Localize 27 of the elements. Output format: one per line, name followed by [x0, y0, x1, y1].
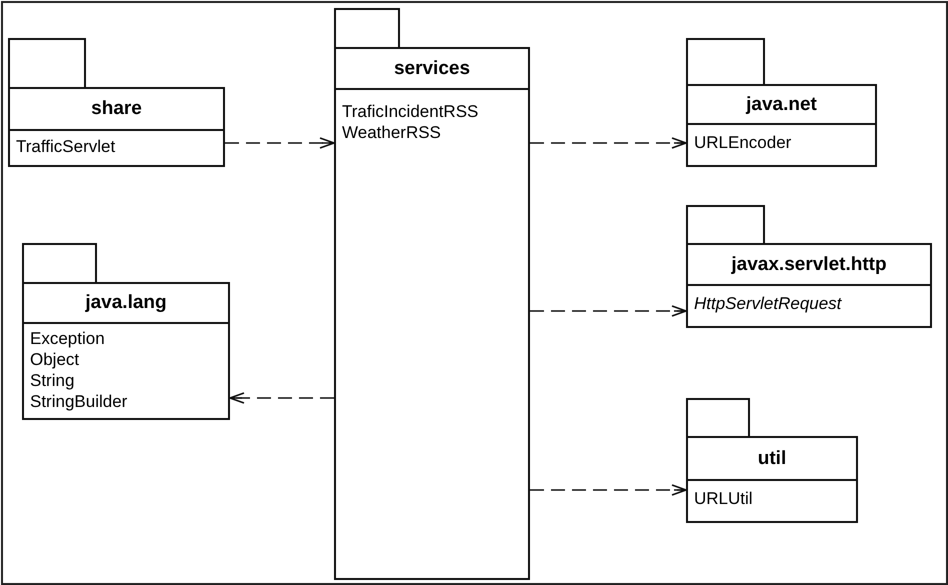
- package-name: java.lang: [85, 292, 167, 314]
- dependency-arrow: [229, 392, 334, 404]
- dependency-arrow: [225, 137, 335, 149]
- class-name: HttpServletRequest: [694, 294, 842, 313]
- package-box: [686, 398, 858, 523]
- package-box: [22, 243, 230, 420]
- class-name: StringBuilder: [30, 392, 128, 411]
- class-name: URLEncoder: [694, 133, 792, 152]
- class-name: WeatherRSS: [342, 123, 441, 142]
- package-name: services: [394, 58, 470, 80]
- package-box: [686, 38, 877, 167]
- class-name: String: [30, 371, 74, 390]
- class-name: TrafficServlet: [16, 137, 116, 156]
- package-box: [686, 205, 932, 328]
- package-name: javax.servlet.http: [731, 254, 887, 276]
- package-box: [8, 38, 225, 167]
- dependency-arrow: [530, 137, 687, 149]
- class-name: TraficIncidentRSS: [342, 102, 478, 121]
- package-name: share: [91, 98, 142, 120]
- package-box: [334, 8, 530, 580]
- class-name: Object: [30, 350, 80, 369]
- dependency-arrow: [530, 484, 687, 496]
- class-name: URLUtil: [694, 489, 753, 508]
- package-name: java.net: [746, 94, 817, 116]
- package-name: util: [758, 448, 786, 470]
- dependency-arrow: [530, 305, 687, 317]
- class-name: Exception: [30, 329, 105, 348]
